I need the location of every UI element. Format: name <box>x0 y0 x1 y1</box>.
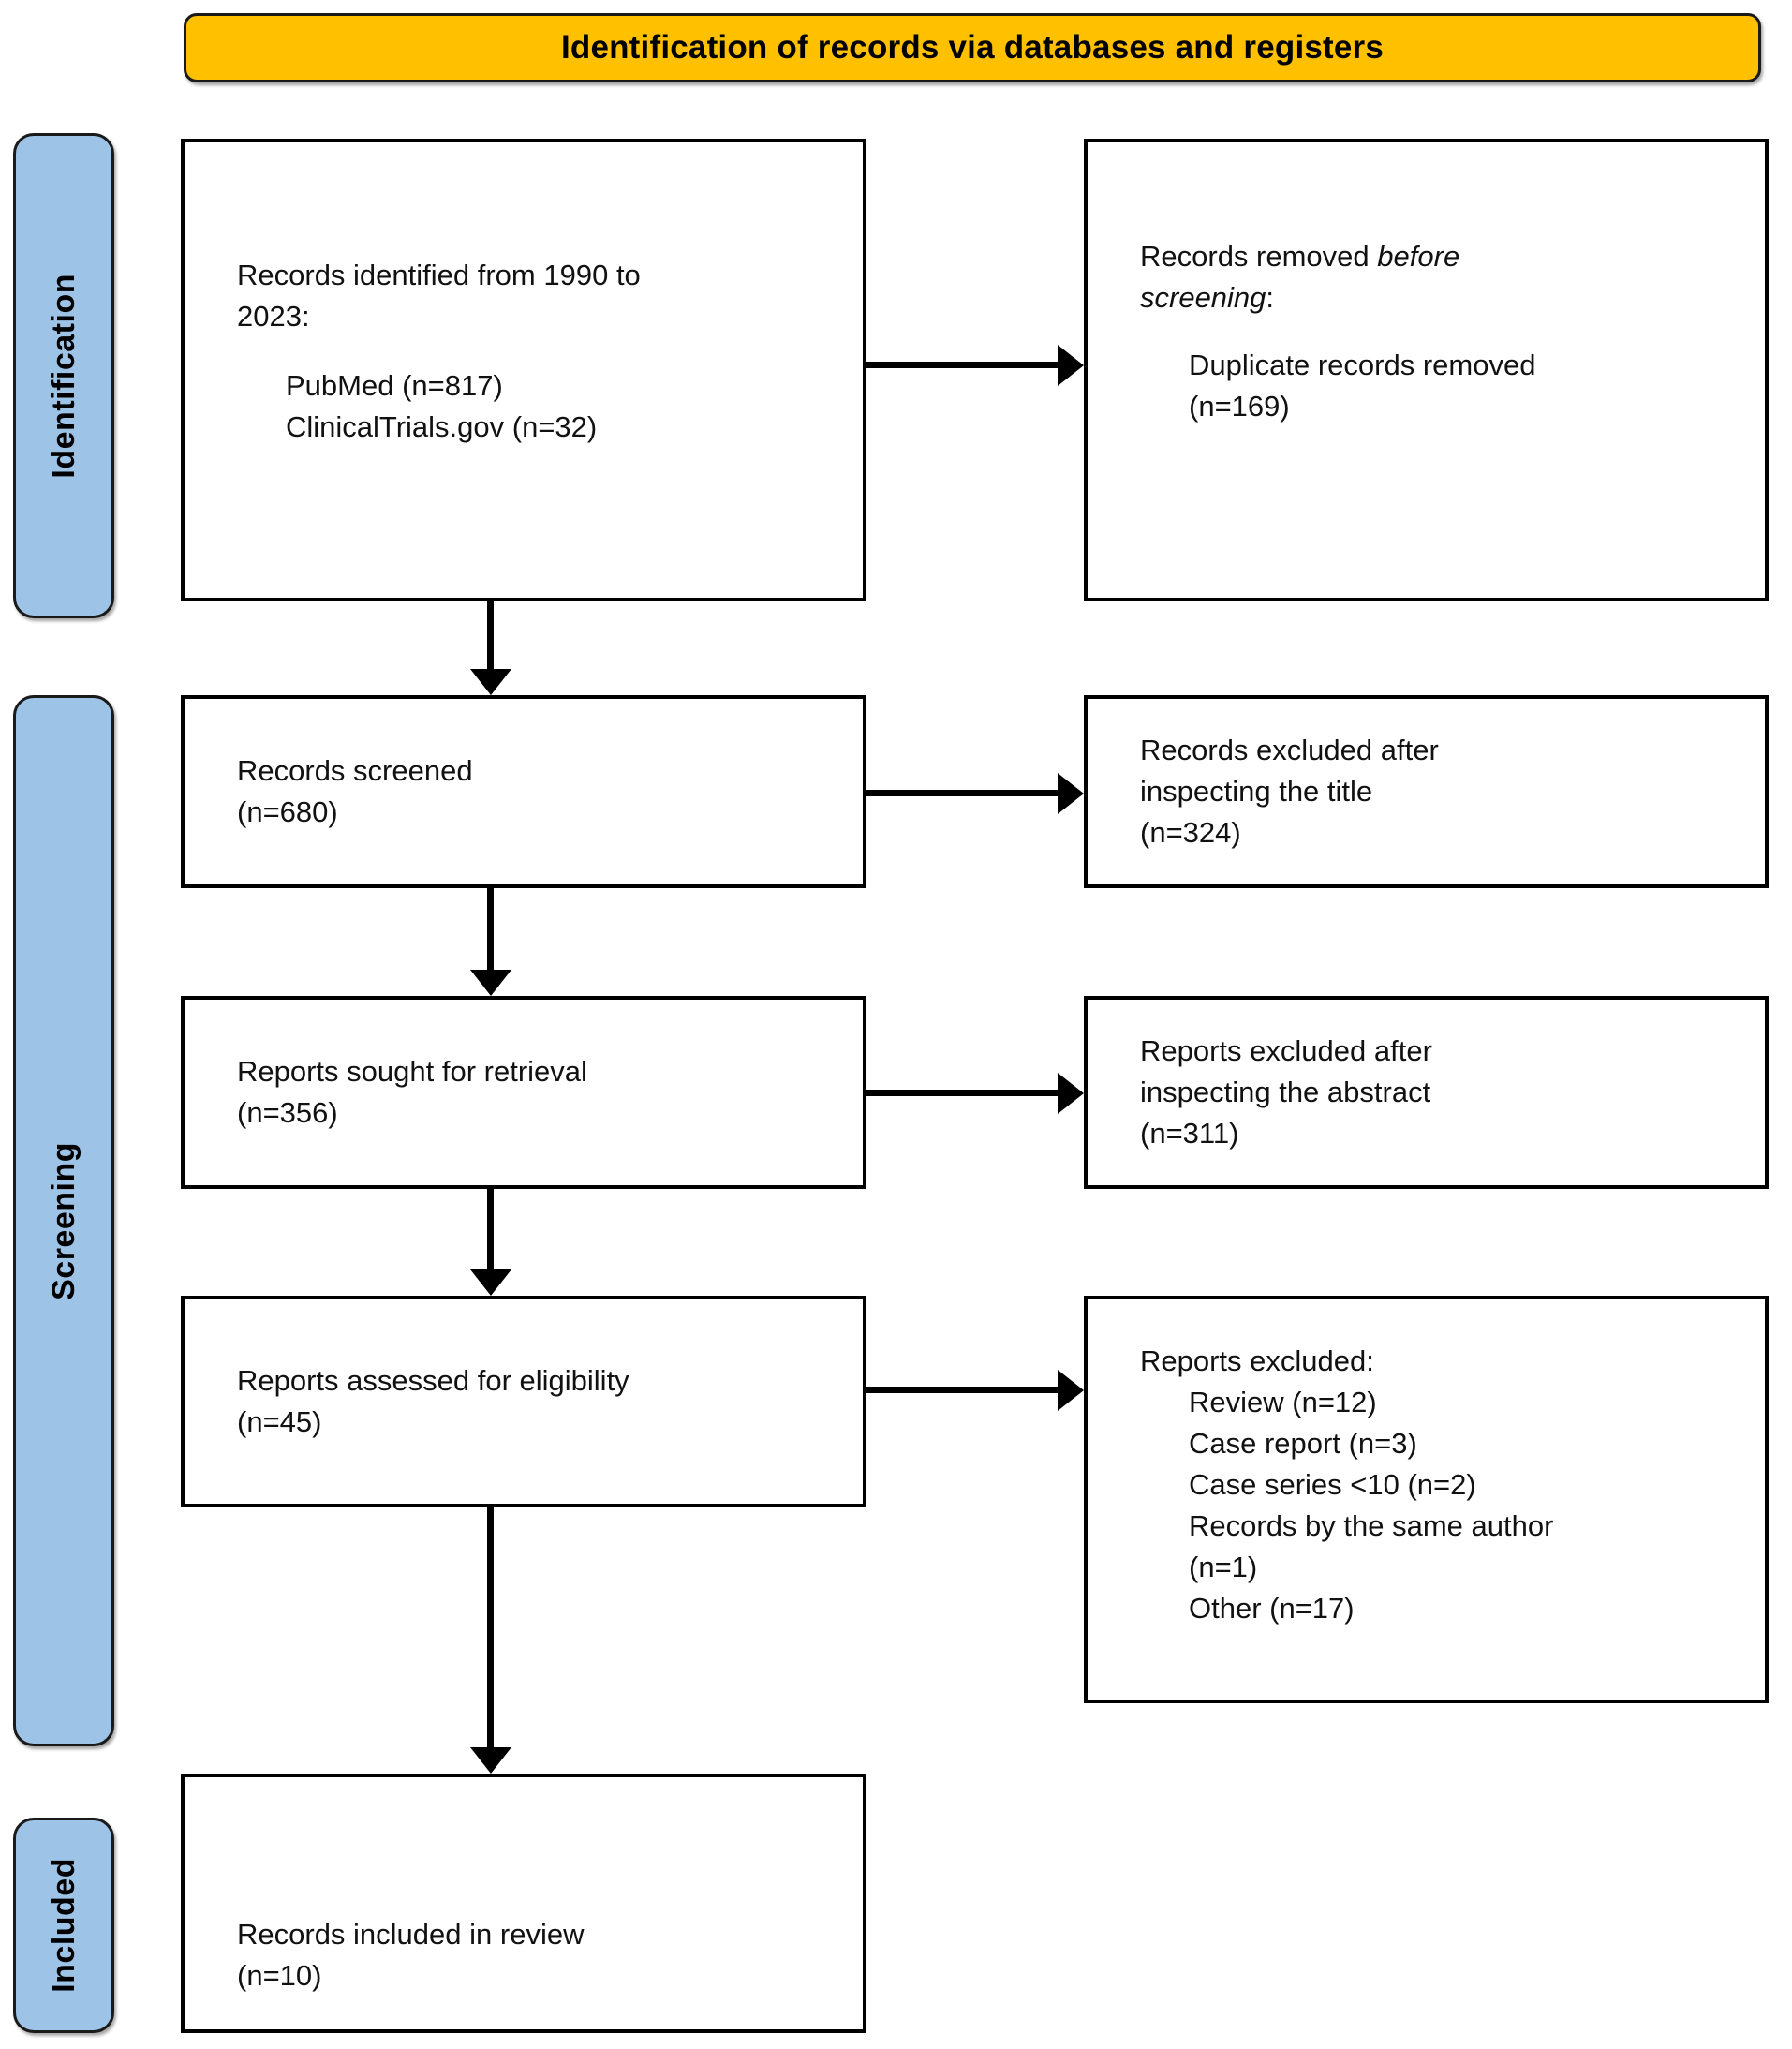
box-reports-sought-for-retrieval: Reports sought for retrieval (n=356) <box>181 996 866 1189</box>
records-removed-line1-italic: before <box>1377 240 1460 273</box>
reports-excluded-reason: Case report (n=3) <box>1189 1427 1417 1461</box>
box-records-screened: Records screened (n=680) <box>181 695 866 888</box>
box-reports-assessed-content: Reports assessed for eligibility (n=45) <box>237 1360 842 1443</box>
arrow-identified-to-screened <box>487 601 494 671</box>
reports-excluded-reason: Records by the same author <box>1189 1509 1554 1543</box>
box-records-excluded-title-content: Records excluded after inspecting the ti… <box>1140 730 1744 854</box>
box-records-removed-content: Records removed before screening: Duplic… <box>1140 236 1744 427</box>
box-reports-excluded-reasons-content: Reports excluded: Review (n=12) Case rep… <box>1140 1341 1744 1629</box>
excluded-title-line1: Records excluded after <box>1140 733 1439 766</box>
box-reports-excluded-abstract: Reports excluded after inspecting the ab… <box>1084 996 1769 1189</box>
reports-excluded-reason: Review (n=12) <box>1189 1386 1377 1419</box>
duplicate-records-removed-label: Duplicate records removed <box>1189 349 1536 382</box>
box-reports-excluded-abstract-content: Reports excluded after inspecting the ab… <box>1140 1031 1744 1154</box>
excluded-abstract-line2: inspecting the abstract <box>1140 1075 1431 1108</box>
excluded-abstract-count: (n=311) <box>1140 1117 1239 1151</box>
diagram-title: Identification of records via databases … <box>560 29 1385 66</box>
reports-sought-label: Reports sought for retrieval <box>237 1054 587 1088</box>
stage-rail-included: Included <box>13 1818 114 2033</box>
records-included-label: Records included in review <box>237 1918 585 1951</box>
records-identified-line2: 2023: <box>237 300 310 334</box>
records-identified-line1: Records identified from 1990 to <box>237 259 641 291</box>
arrow-screened-to-excluded-title <box>866 790 1059 796</box>
reports-excluded-reason: Other (n=17) <box>1189 1592 1355 1626</box>
records-removed-line1-text: Records removed <box>1140 240 1378 273</box>
arrow-sought-to-assessed <box>487 1189 494 1271</box>
arrow-assessed-to-included <box>487 1507 494 1749</box>
excluded-title-count: (n=324) <box>1140 816 1241 850</box>
records-removed-line2: screening: <box>1140 277 1744 319</box>
stage-label-identification: Identification <box>45 273 81 479</box>
records-screened-label: Records screened <box>237 753 473 787</box>
diagram-header-banner: Identification of records via databases … <box>184 13 1761 82</box>
box-records-included-content: Records included in review (n=10) <box>237 1914 842 1997</box>
arrow-sought-to-excluded-abstract <box>866 1090 1059 1096</box>
records-removed-line2-colon: : <box>1266 281 1275 315</box>
box-reports-sought-content: Reports sought for retrieval (n=356) <box>237 1051 842 1134</box>
stage-label-included: Included <box>45 1858 81 1993</box>
duplicate-records-removed-count: (n=169) <box>1189 390 1290 423</box>
box-records-identified-content: Records identified from 1990 to 2023: Pu… <box>237 255 842 448</box>
box-records-removed-before-screening: Records removed before screening: Duplic… <box>1084 139 1769 601</box>
box-reports-excluded-reasons: Reports excluded: Review (n=12) Case rep… <box>1084 1296 1769 1703</box>
reports-excluded-reason: Case series <10 (n=2) <box>1189 1468 1476 1502</box>
records-identified-source-pubmed: PubMed (n=817) <box>286 369 503 403</box>
records-removed-line2-italic: screening <box>1140 281 1266 315</box>
arrow-identified-to-removed <box>866 362 1059 368</box>
excluded-abstract-line1: Reports excluded after <box>1140 1033 1432 1067</box>
reports-excluded-heading: Reports excluded: <box>1140 1344 1374 1377</box>
excluded-title-line2: inspecting the title <box>1140 774 1373 808</box>
records-screened-count: (n=680) <box>237 795 338 828</box>
stage-rail-identification: Identification <box>13 133 114 618</box>
box-records-excluded-title: Records excluded after inspecting the ti… <box>1084 695 1769 888</box>
arrow-screened-to-sought <box>487 888 494 972</box>
box-reports-assessed-for-eligibility: Reports assessed for eligibility (n=45) <box>181 1296 866 1507</box>
records-included-count: (n=10) <box>237 1959 322 1993</box>
reports-excluded-reason: (n=1) <box>1189 1551 1258 1584</box>
box-records-screened-content: Records screened (n=680) <box>237 750 842 833</box>
reports-sought-count: (n=356) <box>237 1096 338 1129</box>
arrow-assessed-to-excluded-reasons <box>866 1387 1059 1393</box>
stage-label-screening: Screening <box>45 1141 81 1300</box>
stage-rail-screening: Screening <box>13 695 114 1746</box>
box-records-identified: Records identified from 1990 to 2023: Pu… <box>181 139 866 601</box>
records-removed-line1: Records removed before <box>1140 236 1744 277</box>
box-records-included-in-review: Records included in review (n=10) <box>181 1774 866 2033</box>
records-identified-source-clinicaltrials: ClinicalTrials.gov (n=32) <box>286 410 598 444</box>
reports-assessed-label: Reports assessed for eligibility <box>237 1363 629 1397</box>
reports-assessed-count: (n=45) <box>237 1405 322 1438</box>
